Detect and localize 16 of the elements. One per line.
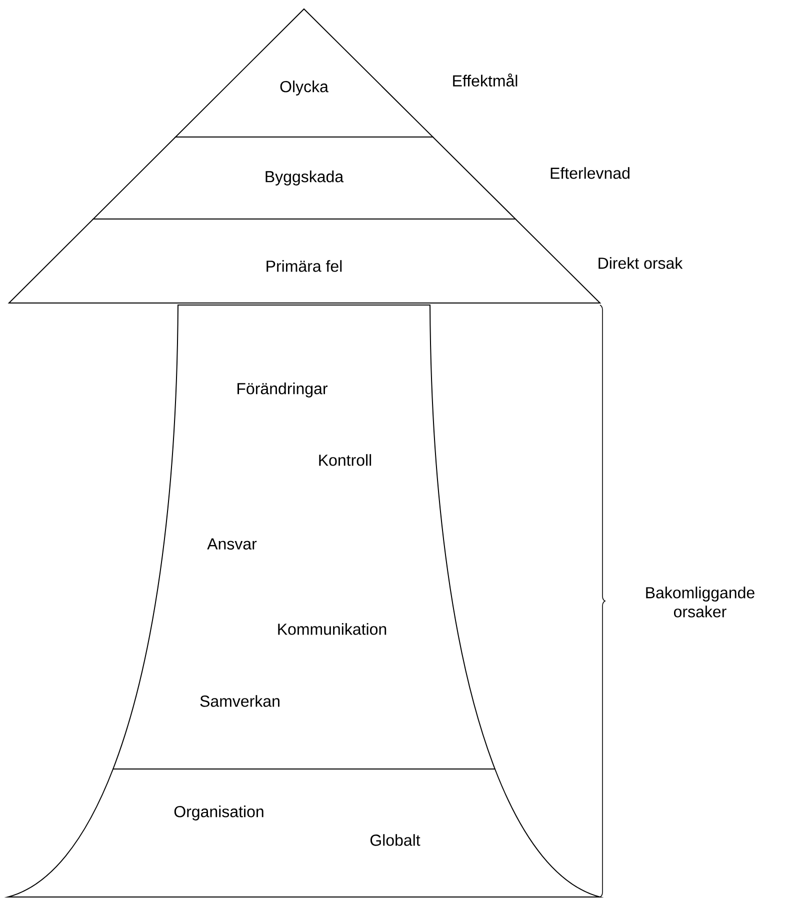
- band-label: Förändringar: [238, 382, 328, 398]
- band-label: Globalt: [370, 834, 420, 846]
- side-label: Direkt orsak: [598, 257, 683, 269]
- side-label: Effektmål: [453, 73, 518, 87]
- band: [8, 768, 600, 898]
- band-label: Primära fel: [266, 260, 342, 272]
- band-label: Samverkan: [200, 695, 280, 707]
- band-label: Kommunikation: [278, 623, 386, 635]
- brace-label: Bakomliggande orsaker: [646, 586, 754, 618]
- band-label: Organisation: [174, 806, 264, 820]
- side-label: Efterlevnad: [550, 167, 630, 179]
- band-label: Ansvar: [207, 538, 257, 550]
- band: [112, 304, 496, 770]
- band-label: Olycka: [280, 80, 328, 96]
- band-label: Kontroll: [319, 454, 372, 466]
- band-label: Byggskada: [266, 170, 344, 186]
